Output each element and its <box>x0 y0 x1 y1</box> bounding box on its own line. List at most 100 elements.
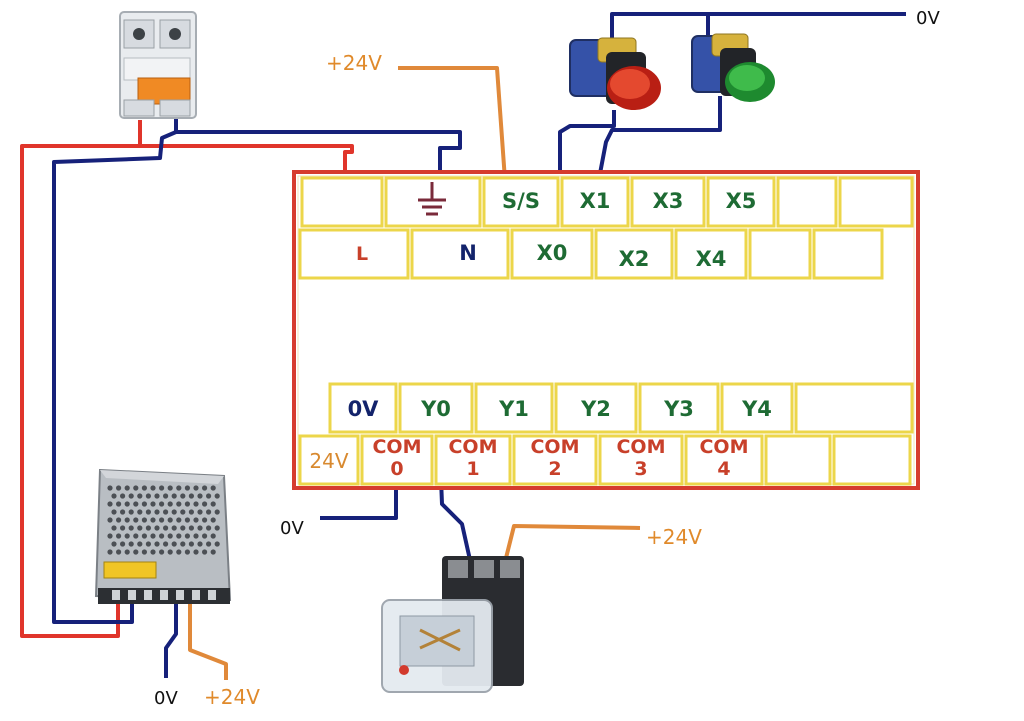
psu-vent-hole <box>167 501 173 507</box>
terminal-label-y0: Y0 <box>420 397 451 421</box>
terminal-bottom2-2 <box>434 434 512 486</box>
psu-vent-hole <box>120 525 126 531</box>
psu-vent-hole <box>154 525 160 531</box>
terminal-label-y1: Y1 <box>498 397 529 421</box>
terminal-label-x2: X2 <box>619 247 650 271</box>
terminal-bottom2-1 <box>360 434 434 486</box>
terminal-label-com2: COM <box>530 436 579 458</box>
label-top-24v: +24V <box>326 51 382 75</box>
label-psu-24v: +24V <box>204 685 260 709</box>
psu-vent-hole <box>124 549 130 555</box>
terminal-top2-4 <box>674 228 748 280</box>
psu-vent-hole <box>202 549 208 555</box>
psu-vent-hole <box>145 525 151 531</box>
terminal-label-x3: X3 <box>653 189 684 213</box>
psu-vent-hole <box>188 493 194 499</box>
psu-vent-hole <box>163 541 169 547</box>
psu-vent-hole <box>197 525 203 531</box>
psu-vent-hole <box>202 517 208 523</box>
psu-vent-hole <box>159 485 165 491</box>
psu-vent-hole <box>188 541 194 547</box>
psu-vent-hole <box>184 485 190 491</box>
psu-vent-hole <box>107 517 113 523</box>
psu-vent-hole <box>116 549 122 555</box>
label-top-0v: 0V <box>916 8 940 29</box>
psu-vent-hole <box>184 501 190 507</box>
green-push-button-icon[interactable] <box>691 33 775 102</box>
psu-vent-hole <box>202 501 208 507</box>
psu-vent-hole <box>107 485 113 491</box>
psu-vent-hole <box>133 485 139 491</box>
psu-vent-hole <box>180 525 186 531</box>
terminal-bottom1-1 <box>398 382 474 434</box>
red-push-button-icon[interactable] <box>569 37 661 110</box>
psu-vent-hole <box>128 509 134 515</box>
psu-vent-hole <box>180 493 186 499</box>
psu-vent-hole <box>214 525 220 531</box>
psu-vent-hole <box>124 533 130 539</box>
psu-vent-hole <box>197 493 203 499</box>
psu-vent-hole <box>107 501 113 507</box>
terminal-bottom1-4 <box>638 382 720 434</box>
psu-vent-hole <box>167 549 173 555</box>
terminal-top2-3 <box>594 228 674 280</box>
psu-vent-hole <box>159 517 165 523</box>
wire-relay-24v <box>503 524 641 563</box>
psu-vent-hole <box>171 541 177 547</box>
psu-vent-hole <box>184 517 190 523</box>
psu-vent-hole <box>210 501 216 507</box>
psu-vent-hole <box>176 549 182 555</box>
psu-vent-hole <box>133 501 139 507</box>
psu-vent-hole <box>145 493 151 499</box>
wire-green-button-to-x1 <box>596 96 722 185</box>
psu-vent-hole <box>111 525 117 531</box>
terminal-label-ss: S/S <box>502 189 540 213</box>
terminal-label-x0: X0 <box>537 241 568 265</box>
psu-vent-hole <box>107 549 113 555</box>
psu-vent-hole <box>141 485 147 491</box>
wire-24v-to-ss <box>398 66 507 181</box>
psu-vent-hole <box>120 541 126 547</box>
psu-vent-hole <box>176 501 182 507</box>
psu-vent-hole <box>206 525 212 531</box>
psu-vent-hole <box>214 541 220 547</box>
psu-vent-hole <box>184 549 190 555</box>
psu-vent-hole <box>167 517 173 523</box>
terminal-top1-4 <box>630 176 706 228</box>
psu-vent-hole <box>116 517 122 523</box>
psu-vent-hole <box>107 533 113 539</box>
psu-vent-hole <box>159 549 165 555</box>
psu-vent-hole <box>197 509 203 515</box>
psu-vent-hole <box>163 509 169 515</box>
psu-vent-hole <box>171 525 177 531</box>
psu-vent-hole <box>176 533 182 539</box>
terminal-bottom1-6 <box>794 382 914 434</box>
psu-vent-hole <box>141 533 147 539</box>
terminal-label-y4: Y4 <box>741 397 772 421</box>
terminal-bottom1-5 <box>720 382 794 434</box>
psu-vent-hole <box>137 509 143 515</box>
psu-vent-hole <box>167 485 173 491</box>
terminal-bottom2-4 <box>598 434 684 486</box>
circuit-breaker-icon <box>119 11 197 119</box>
psu-vent-hole <box>154 493 160 499</box>
psu-vent-hole <box>206 493 212 499</box>
psu-vent-hole <box>202 485 208 491</box>
psu-vent-hole <box>111 541 117 547</box>
terminal-label-x1: X1 <box>580 189 611 213</box>
psu-vent-hole <box>133 517 139 523</box>
psu-vent-hole <box>188 525 194 531</box>
psu-vent-hole <box>202 533 208 539</box>
terminal-label-com4-number: 4 <box>717 458 730 480</box>
psu-vent-hole <box>193 501 199 507</box>
psu-vent-hole <box>141 501 147 507</box>
psu-vent-hole <box>163 525 169 531</box>
terminal-label-com2-number: 2 <box>548 458 561 480</box>
psu-vent-hole <box>116 533 122 539</box>
psu-vent-hole <box>133 533 139 539</box>
terminal-top1-6 <box>776 176 838 228</box>
terminal-label-com4: COM <box>699 436 748 458</box>
psu-vent-hole <box>150 517 156 523</box>
